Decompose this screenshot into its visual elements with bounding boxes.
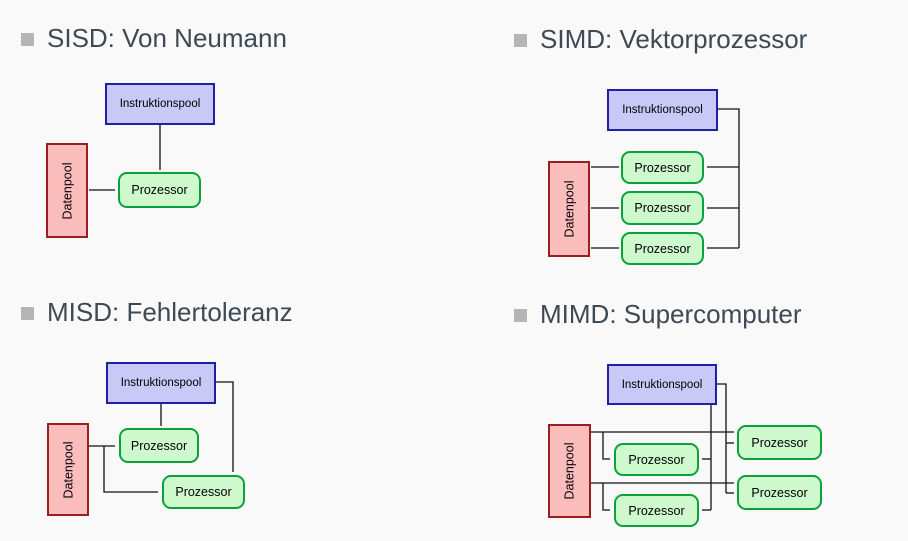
datenpool-box: Datenpool bbox=[47, 423, 89, 516]
prozessor-box: Prozessor bbox=[621, 232, 704, 265]
prozessor-label: Prozessor bbox=[634, 241, 691, 256]
prozessor-box: Prozessor bbox=[621, 191, 704, 225]
prozessor-box: Prozessor bbox=[119, 428, 199, 463]
prozessor-label: Prozessor bbox=[131, 183, 188, 197]
bullet-square-icon bbox=[514, 34, 527, 47]
instr-trunk-line bbox=[718, 108, 740, 248]
prozessor-box: Prozessor bbox=[614, 494, 699, 527]
datenpool-label: Datenpool bbox=[562, 180, 576, 238]
mimd-arrows bbox=[591, 383, 734, 511]
datenpool-box: Datenpool bbox=[548, 424, 591, 518]
prozessor-box: Prozessor bbox=[614, 443, 699, 476]
prozessor-label: Prozessor bbox=[130, 438, 188, 453]
prozessor-box: Prozessor bbox=[737, 425, 822, 460]
datenpool-label: Datenpool bbox=[60, 162, 74, 219]
prozessor-box: Prozessor bbox=[118, 172, 201, 208]
prozessor-label: Prozessor bbox=[628, 503, 685, 518]
arrow-daten-to-inner-prozessor-2 bbox=[602, 483, 610, 511]
sisd-arrows bbox=[89, 125, 161, 191]
prozessor-label: Prozessor bbox=[751, 435, 808, 450]
misd-arrows bbox=[89, 381, 234, 493]
title-mimd: MIMD: Supercomputer bbox=[514, 298, 802, 330]
instruktionspool-label: Instruktionspool bbox=[622, 104, 703, 116]
title-sisd: SISD: Von Neumann bbox=[21, 22, 287, 54]
bullet-square-icon bbox=[21, 33, 34, 46]
bullet-square-icon bbox=[514, 309, 527, 322]
datenpool-label: Datenpool bbox=[562, 442, 577, 500]
title-simd: SIMD: Vektorprozessor bbox=[514, 23, 807, 55]
title-text-sisd: SISD: Von Neumann bbox=[47, 23, 287, 53]
prozessor-label: Prozessor bbox=[634, 160, 691, 175]
title-text-misd: MISD: Fehlertoleranz bbox=[47, 297, 293, 327]
bullet-square-icon bbox=[21, 307, 34, 320]
prozessor-box: Prozessor bbox=[162, 475, 245, 509]
arrow-daten-to-prozessor-2 bbox=[103, 446, 158, 493]
instruktionspool-box: Instruktionspool bbox=[607, 364, 717, 405]
arrow-instr-to-prozessor-2 bbox=[216, 381, 234, 472]
instruktionspool-label: Instruktionspool bbox=[119, 98, 201, 110]
datenpool-box: Datenpool bbox=[46, 143, 88, 238]
instr-right-trunk-line bbox=[717, 383, 727, 493]
prozessor-label: Prozessor bbox=[634, 201, 691, 215]
instruktionspool-box: Instruktionspool bbox=[105, 83, 215, 125]
title-text-mimd: MIMD: Supercomputer bbox=[540, 299, 802, 329]
datenpool-label: Datenpool bbox=[61, 441, 75, 498]
prozessor-label: Prozessor bbox=[751, 485, 808, 500]
title-text-simd: SIMD: Vektorprozessor bbox=[540, 24, 808, 54]
arrow-daten-to-inner-prozessor-1 bbox=[602, 432, 610, 460]
title-misd: MISD: Fehlertoleranz bbox=[21, 296, 293, 328]
instruktionspool-label: Instruktionspool bbox=[621, 378, 703, 391]
simd-arrows bbox=[591, 108, 740, 249]
instruktionspool-label: Instruktionspool bbox=[120, 377, 202, 389]
instruktionspool-box: Instruktionspool bbox=[106, 362, 216, 404]
prozessor-label: Prozessor bbox=[628, 452, 685, 467]
prozessor-box: Prozessor bbox=[621, 151, 704, 184]
prozessor-label: Prozessor bbox=[175, 485, 232, 499]
datenpool-box: Datenpool bbox=[548, 161, 590, 257]
prozessor-box: Prozessor bbox=[737, 475, 822, 510]
instruktionspool-box: Instruktionspool bbox=[607, 89, 718, 131]
